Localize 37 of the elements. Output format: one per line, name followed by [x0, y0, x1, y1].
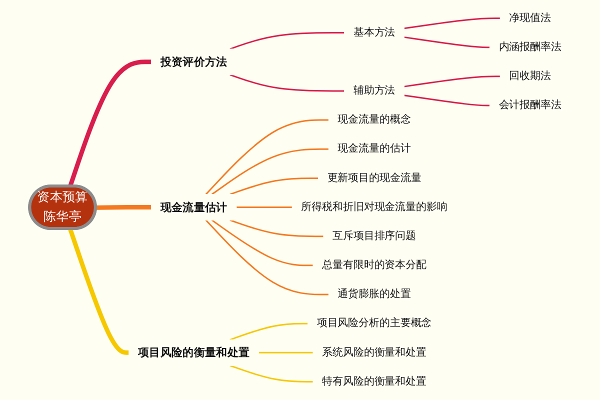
connector [68, 228, 129, 355]
node-text: 基本方法 [353, 26, 396, 38]
connector [404, 94, 490, 106]
connector [236, 206, 292, 208]
node-text: 更新项目的现金流量 [327, 172, 422, 184]
node-text: 项目风险的衡量和处置 [138, 346, 250, 360]
connector [96, 205, 152, 210]
node-text: 所得税和折旧对现金流量的影响 [301, 200, 448, 213]
connector [230, 364, 314, 382]
node-text: 总量有限时的资本分配 [322, 259, 426, 272]
connector [404, 18, 500, 30]
connector [205, 220, 329, 296]
connector [230, 32, 344, 50]
connector [211, 148, 329, 196]
connector [230, 177, 318, 196]
connector [404, 36, 490, 48]
node-text: 投资评价方法 [160, 54, 228, 68]
connector [211, 220, 314, 266]
node-text: 互斥项目排序问题 [332, 230, 416, 242]
node-text: 辅助方法 [353, 84, 396, 97]
node-text: 内涵报酬率法 [498, 41, 562, 53]
connector [230, 219, 324, 238]
connector [230, 74, 344, 92]
connector [230, 322, 308, 340]
node-text: 会计报酬率法 [498, 99, 562, 112]
connector [205, 119, 329, 195]
node-text: 现金流量的估计 [338, 142, 411, 155]
node-text: 项目风险分析的主要概念 [316, 317, 432, 330]
node-text: 净现值法 [509, 12, 551, 24]
node-text: 特有风险的衡量和处置 [322, 375, 426, 388]
connector [404, 76, 500, 88]
node-text: 现金流量的概念 [338, 114, 411, 126]
connector [68, 60, 152, 188]
node-text: 通货膨胀的处置 [338, 288, 411, 300]
connector [258, 352, 314, 354]
node-text: 回收期法 [509, 70, 551, 82]
node-text: 系统风险的衡量和处置 [322, 346, 426, 358]
